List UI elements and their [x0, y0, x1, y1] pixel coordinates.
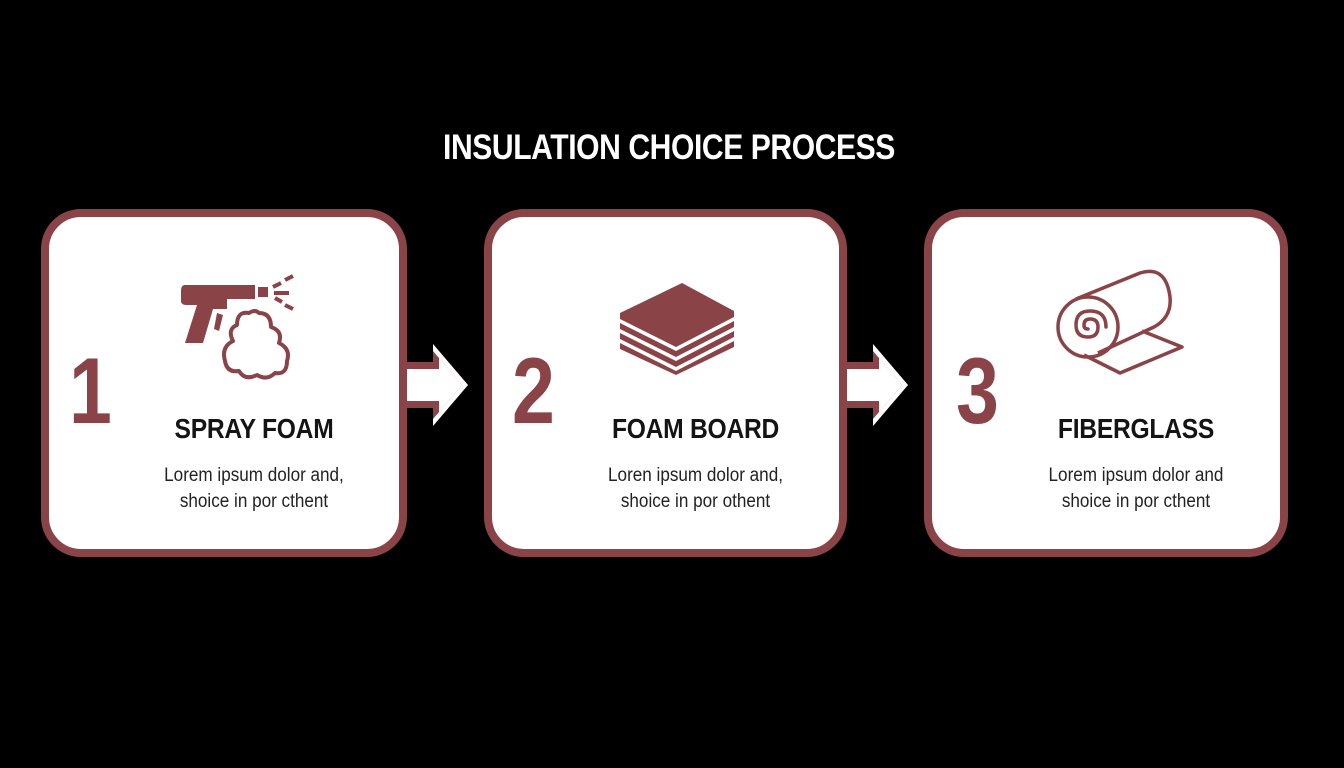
- step-description-line: Lorem ipsum dolor and: [1048, 465, 1224, 486]
- step-title: FOAM BOARD: [611, 413, 780, 444]
- step-description-line: shoice in por cthent: [179, 491, 329, 512]
- step-title: SPRAY FOAM: [174, 413, 334, 444]
- step-description-line: shoice in por cthent: [1061, 491, 1211, 512]
- step-card-fiberglass: 3 FIBERGLASS Lorem ipsum dolor and shoic…: [924, 209, 1288, 557]
- insulation-roll-icon: [1056, 269, 1184, 375]
- step-number: 1: [69, 338, 112, 443]
- step-description: Loren ipsum dolor and, shoice in por oth…: [566, 463, 824, 515]
- arrow-right-icon: [395, 344, 468, 426]
- step-title: FIBERGLASS: [1057, 413, 1215, 444]
- step-description: Lorem ipsum dolor and, shoice in por cth…: [124, 463, 385, 515]
- step-description-line: shoice in por othent: [620, 491, 771, 512]
- step-number: 3: [956, 338, 999, 443]
- step-card-spray-foam: 1 SPRAY FOAM Lorem ipsum dolor and, shoi…: [41, 209, 407, 557]
- step-description: Lorem ipsum dolor and shoice in por cthe…: [1006, 463, 1265, 515]
- step-description-line: Loren ipsum dolor and,: [608, 465, 783, 486]
- arrow-right-icon: [835, 344, 908, 426]
- step-card-foam-board: 2 FOAM BOARD Loren ipsum dolor and, shoi…: [484, 209, 847, 557]
- stacked-boards-icon: [620, 283, 734, 375]
- step-description-line: Lorem ipsum dolor and,: [164, 465, 344, 486]
- diagram-title: INSULATION CHOICE PROCESS: [443, 128, 895, 167]
- spray-gun-foam-icon: [181, 274, 294, 380]
- step-number: 2: [512, 338, 555, 443]
